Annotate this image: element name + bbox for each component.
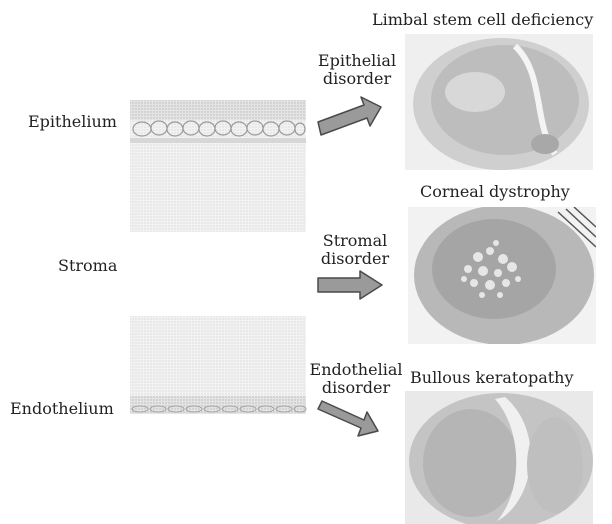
stromal-arrow — [318, 271, 382, 299]
stromal-disorder-label: Stromal disorder — [316, 232, 394, 268]
lscd-caption: Limbal stem cell deficiency — [372, 11, 593, 29]
lower-tissue-block — [130, 316, 306, 414]
stromal-disorder-line2: disorder — [316, 250, 394, 268]
stroma-label: Stroma — [58, 257, 117, 275]
epithelial-disorder-label: Epithelial disorder — [314, 52, 400, 88]
upper-tissue-block — [130, 100, 306, 232]
endothelial-disorder-label: Endothelial disorder — [306, 361, 406, 397]
bullous-photo — [405, 391, 593, 524]
endothelial-disorder-line1: Endothelial — [306, 361, 406, 379]
bullous-caption: Bullous keratopathy — [410, 369, 574, 387]
epithelial-disorder-line1: Epithelial — [314, 52, 400, 70]
dystrophy-caption: Corneal dystrophy — [420, 183, 570, 201]
endothelial-disorder-line2: disorder — [306, 379, 406, 397]
epithelial-disorder-line2: disorder — [314, 70, 400, 88]
lscd-photo — [405, 34, 593, 170]
epithelium-label: Epithelium — [28, 113, 117, 131]
stromal-disorder-line1: Stromal — [316, 232, 394, 250]
endothelium-label: Endothelium — [10, 400, 114, 418]
epithelial-arrow — [318, 97, 381, 135]
endothelial-arrow — [318, 401, 378, 436]
dystrophy-photo — [408, 207, 596, 344]
